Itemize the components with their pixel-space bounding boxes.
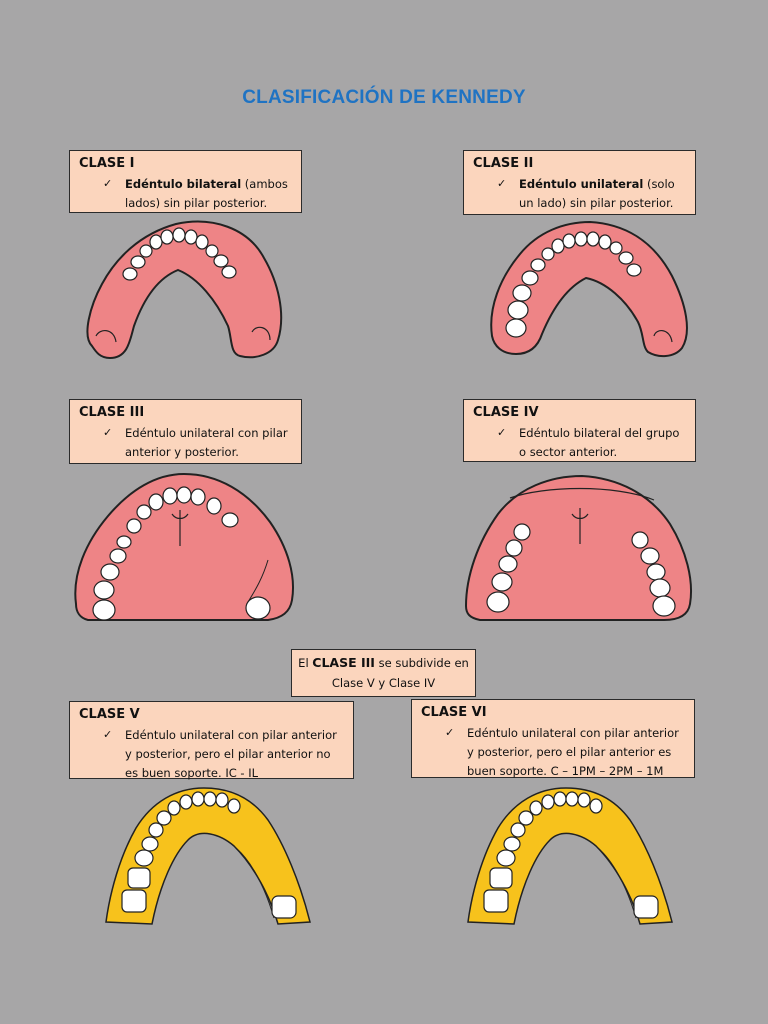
- clase-1-heading: CLASE I: [79, 156, 135, 171]
- check-icon: ✓: [497, 426, 507, 439]
- teeth-icon: [486, 523, 676, 617]
- clase-4-box: CLASE IV ✓ Edéntulo bilateral del grupo …: [463, 399, 696, 462]
- clase-6-description: Edéntulo unilateral con pilar anterior y…: [467, 726, 679, 778]
- clase-1-arch-illustration: [86, 220, 283, 360]
- clase-3-box: CLASE III ✓ Edéntulo unilateral con pila…: [69, 399, 302, 464]
- check-icon: ✓: [497, 177, 507, 190]
- teeth-icon: [483, 791, 659, 919]
- clase-1-description: Edéntulo bilateral (ambos lados) sin pil…: [125, 177, 288, 210]
- teeth-icon: [122, 227, 237, 281]
- teeth-icon: [121, 791, 297, 919]
- clase-5-arch-illustration: [105, 787, 311, 925]
- subdivision-note: El CLASE III se subdivide en Clase V y C…: [291, 649, 476, 697]
- clase-2-box: CLASE II ✓ Edéntulo unilateral (solo un …: [463, 150, 696, 215]
- check-icon: ✓: [445, 726, 455, 739]
- check-icon: ✓: [103, 177, 113, 190]
- clase-6-arch-illustration: [467, 787, 673, 925]
- clase-4-description: Edéntulo bilateral del grupo o sector an…: [519, 426, 680, 459]
- clase-4-arch-illustration: [464, 474, 692, 621]
- clase-5-heading: CLASE V: [79, 707, 140, 722]
- clase-3-heading: CLASE III: [79, 405, 145, 420]
- teeth-icon: [92, 486, 271, 621]
- clase-3-description: Edéntulo unilateral con pilar anterior y…: [125, 426, 288, 459]
- clase-6-box: CLASE VI ✓ Edéntulo unilateral con pilar…: [411, 699, 695, 778]
- teeth-icon: [505, 231, 642, 338]
- clase-5-box: CLASE V ✓ Edéntulo unilateral con pilar …: [69, 701, 354, 780]
- clase-2-description: Edéntulo unilateral (solo un lado) sin p…: [519, 177, 675, 210]
- clase-1-box: CLASE I ✓ Edéntulo bilateral (ambos lado…: [69, 150, 302, 213]
- check-icon: ✓: [103, 426, 113, 439]
- page-title: CLASIFICACIÓN DE KENNEDY: [242, 87, 526, 108]
- clase-2-heading: CLASE II: [473, 156, 534, 171]
- check-icon: ✓: [103, 728, 113, 741]
- clase-3-arch-illustration: [74, 472, 294, 621]
- clase-4-heading: CLASE IV: [473, 405, 539, 420]
- clase-2-arch-illustration: [490, 220, 688, 358]
- clase-5-description: Edéntulo unilateral con pilar anterior y…: [125, 728, 337, 780]
- clase-6-heading: CLASE VI: [421, 705, 487, 720]
